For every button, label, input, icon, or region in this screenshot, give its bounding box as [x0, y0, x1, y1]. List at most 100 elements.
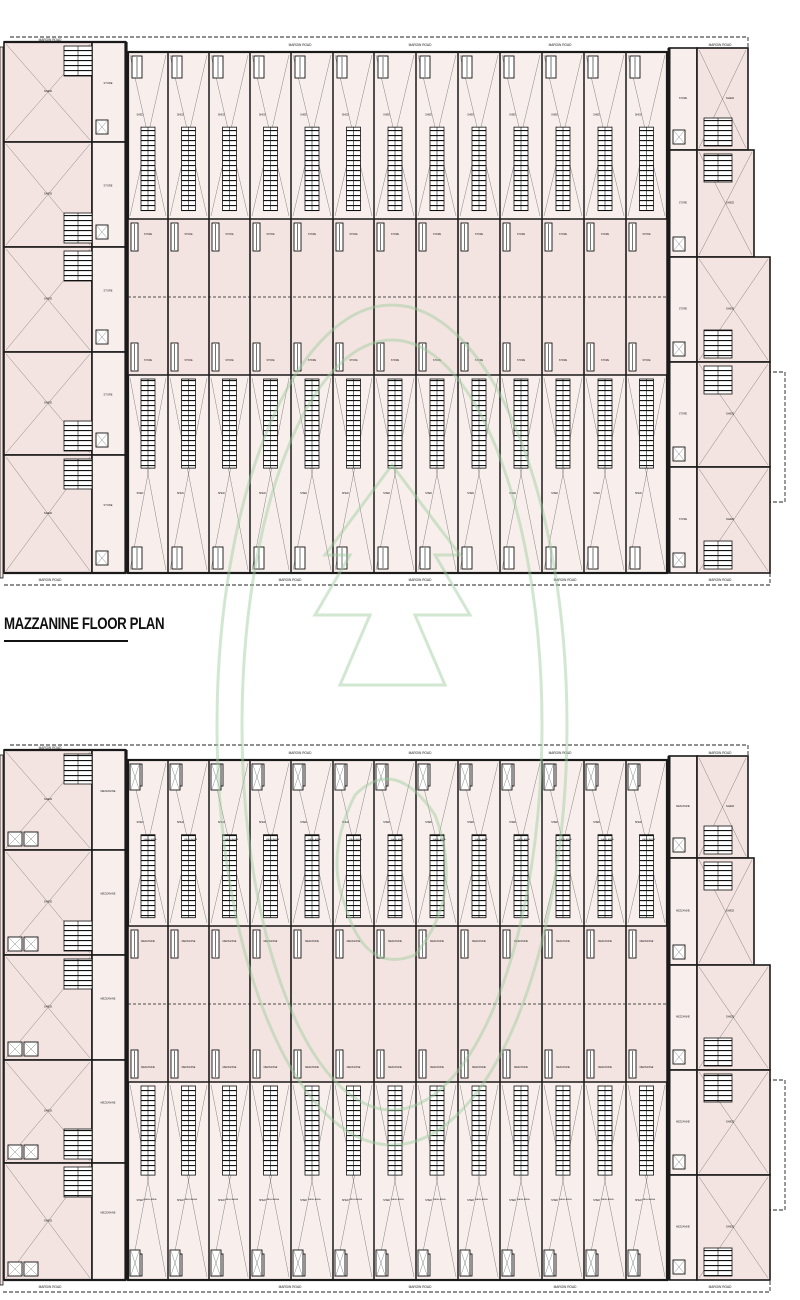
- wash-label: WASH AREA: [642, 838, 655, 841]
- road-label: MARGIN ROAD: [409, 1285, 433, 1289]
- wash-label: WASH AREA: [391, 838, 404, 841]
- diagonal-line: [24, 1262, 38, 1276]
- left-store-room: [91, 749, 127, 851]
- wash-label: WASH AREA: [266, 838, 279, 841]
- shed-label: SHED: [383, 492, 390, 495]
- shed-label: SHED: [383, 1199, 390, 1202]
- shed-label: SHED: [300, 113, 307, 116]
- store-label: MEZZANINE: [676, 910, 690, 913]
- store-label: STORE: [104, 503, 113, 507]
- shed-label: SHED: [726, 201, 735, 205]
- diagonal-line: [459, 377, 499, 571]
- shed-label: SHED: [259, 113, 266, 116]
- site-edge: [0, 754, 4, 1286]
- shed-label: SHED: [300, 1199, 307, 1202]
- store-label: STORE: [679, 202, 688, 205]
- store-label: MEZZANINE: [347, 1066, 361, 1069]
- shed-label: SHED: [509, 821, 516, 824]
- store-label: MEZZANINE: [305, 1066, 319, 1069]
- diagonal-line: [130, 764, 140, 790]
- store-label: STORE: [104, 289, 113, 293]
- diagonal-line: [129, 377, 167, 571]
- diagonal-line: [673, 838, 685, 852]
- diagonal-line: [673, 1155, 685, 1169]
- store-label: STORE: [266, 233, 275, 236]
- diagonal-line: [544, 764, 554, 790]
- shed-label: SHED: [44, 297, 53, 301]
- store-label: STORE: [475, 233, 484, 236]
- diagonal-line: [417, 1084, 457, 1278]
- diagonal-line: [5, 353, 91, 454]
- store-label: STORE: [266, 359, 275, 362]
- diagonal-line: [698, 859, 753, 964]
- diagonal-line: [293, 1250, 303, 1276]
- store-label: STORE: [225, 233, 234, 236]
- shed-label: SHED: [425, 821, 432, 824]
- wash-label: WASH AREA: [349, 838, 362, 841]
- diagonal-line: [8, 832, 22, 846]
- shed-label: SHED: [467, 821, 474, 824]
- store-label: STORE: [308, 233, 317, 236]
- shed-label: SHED: [44, 797, 53, 801]
- diagonal-line: [627, 377, 666, 571]
- diagonal-line: [585, 377, 625, 571]
- store-label: STORE: [517, 359, 526, 362]
- road-label: MARGIN ROAD: [709, 578, 733, 582]
- diagonal-line: [170, 1250, 180, 1276]
- store-label: MEZZANINE: [101, 1101, 116, 1105]
- wash-label: WASH AREA: [601, 838, 614, 841]
- diagonal-line: [96, 551, 108, 565]
- shed-label: SHED: [593, 1199, 600, 1202]
- shed-label: SHED: [44, 1005, 53, 1009]
- diagonal-line: [24, 1042, 38, 1056]
- diagonal-line: [24, 937, 38, 951]
- store-label: MEZZANINE: [101, 789, 116, 793]
- shed-label: SHED: [425, 1199, 432, 1202]
- store-label: MEZZANINE: [264, 940, 278, 943]
- wash-label: WASH AREA: [601, 1198, 614, 1201]
- wash-label: WASH AREA: [433, 838, 446, 841]
- diagonal-line: [5, 1061, 91, 1162]
- shed-label: SHED: [467, 492, 474, 495]
- store-label: STORE: [308, 359, 317, 362]
- store-label: MEZZANINE: [676, 805, 690, 808]
- diagonal-line: [8, 1262, 22, 1276]
- shed-label: SHED: [726, 1120, 735, 1124]
- store-label: MEZZANINE: [430, 1066, 444, 1069]
- wash-label: WASH AREA: [144, 838, 157, 841]
- wash-label: WASH AREA: [349, 1198, 362, 1201]
- diagonal-line: [502, 1250, 512, 1276]
- shed-label: SHED: [137, 821, 144, 824]
- road-label: MARGIN ROAD: [409, 43, 433, 47]
- store-label: MEZZANINE: [141, 1066, 155, 1069]
- store-label: STORE: [104, 393, 113, 397]
- diagonal-line: [673, 237, 685, 251]
- road-label: MARGIN ROAD: [554, 1285, 578, 1289]
- store-label: MEZZANINE: [598, 1066, 612, 1069]
- shed-label: SHED: [342, 1199, 349, 1202]
- shed-label: SHED: [44, 900, 53, 904]
- store-label: STORE: [144, 233, 153, 236]
- diagonal-line: [698, 151, 753, 256]
- store-label: MEZZANINE: [472, 1066, 486, 1069]
- store-label: MEZZANINE: [101, 1211, 116, 1215]
- diagonal-line: [252, 764, 262, 790]
- store-label: MEZZANINE: [676, 1121, 690, 1124]
- shed-label: SHED: [218, 113, 225, 116]
- diagonal-line: [543, 377, 583, 571]
- shed-label: SHED: [177, 492, 184, 495]
- shed-label: SHED: [726, 517, 735, 521]
- diagonal-line: [501, 1084, 541, 1278]
- shed-label: SHED: [177, 1199, 184, 1202]
- store-label: MEZZANINE: [141, 940, 155, 943]
- left-store-room: [91, 849, 127, 956]
- wash-label: WASH AREA: [184, 838, 197, 841]
- road-label: MARGIN ROAD: [554, 578, 578, 582]
- diagonal-line: [210, 377, 249, 571]
- store-label: MEZZANINE: [472, 940, 486, 943]
- diagonal-line: [375, 1084, 415, 1278]
- store-label: MEZZANINE: [556, 940, 570, 943]
- wash-label: WASH AREA: [144, 1198, 157, 1201]
- store-label: MEZZANINE: [101, 892, 116, 896]
- wash-label: WASH AREA: [642, 1198, 655, 1201]
